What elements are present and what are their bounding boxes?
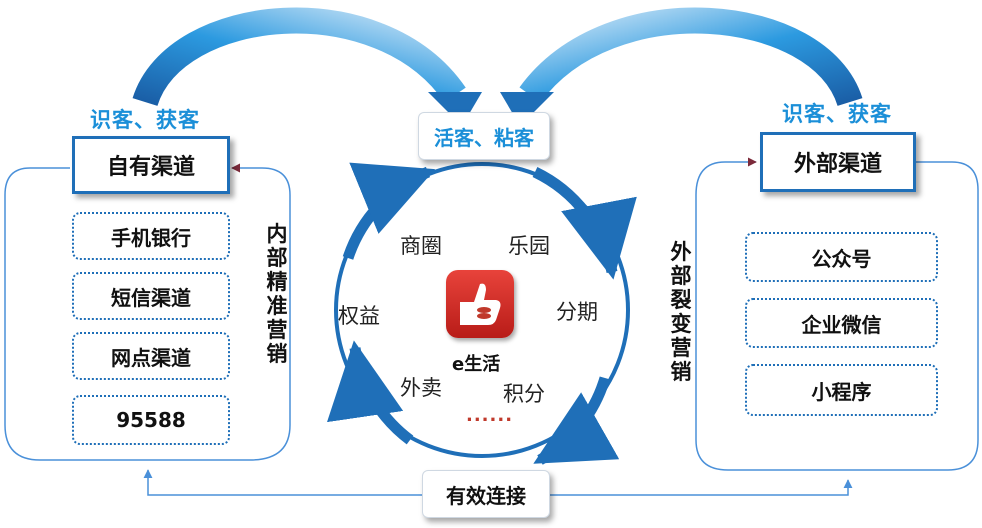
ring-label-points: 积分 bbox=[503, 382, 545, 406]
ring-arrow-bottom-left bbox=[327, 340, 414, 445]
ring-label-delivery: 外卖 bbox=[400, 376, 442, 400]
left-bracket-line bbox=[4, 163, 291, 461]
ring-label-benefits: 权益 bbox=[338, 304, 380, 328]
bottom-left-connector bbox=[143, 469, 425, 496]
top-right-curved-arrow bbox=[500, 7, 863, 126]
right-item-official-account: 公众号 bbox=[745, 232, 938, 282]
app-name: e生活 bbox=[452, 354, 501, 375]
bottom-right-connector bbox=[550, 479, 853, 496]
right-item-wecom: 企业微信 bbox=[745, 298, 938, 348]
left-item-hotline: 95588 bbox=[72, 395, 230, 445]
left-tag: 识客、获客 bbox=[90, 108, 200, 132]
top-left-curved-arrow bbox=[132, 7, 482, 126]
left-item-mobile-banking: 手机银行 bbox=[72, 212, 230, 260]
ring-circle bbox=[334, 162, 630, 458]
ring-arrow-bottom-right bbox=[533, 376, 620, 465]
ring-label-park: 乐园 bbox=[508, 234, 550, 258]
thumbs-up-icon bbox=[460, 283, 501, 325]
right-bracket-line bbox=[695, 157, 979, 471]
ring-more-dots: ...... bbox=[466, 405, 514, 426]
left-item-branch: 网点渠道 bbox=[72, 332, 230, 380]
right-channel-title: 外部渠道 bbox=[760, 132, 916, 192]
left-side-label: 内部精准营销 bbox=[266, 222, 288, 366]
left-item-sms: 短信渠道 bbox=[72, 272, 230, 320]
right-side-label: 外部裂变营销 bbox=[670, 240, 692, 384]
ring-label-shopping: 商圈 bbox=[400, 234, 442, 258]
top-center-box: 活客、粘客 bbox=[418, 112, 550, 160]
app-icon bbox=[446, 270, 514, 338]
ring-arrow-top-right bbox=[532, 167, 637, 280]
right-item-mini-program: 小程序 bbox=[745, 364, 938, 416]
ring-arrow-top-left bbox=[342, 162, 436, 260]
left-channel-title: 自有渠道 bbox=[72, 136, 230, 194]
ring-label-installment: 分期 bbox=[556, 300, 598, 324]
right-tag: 识客、获客 bbox=[782, 102, 892, 126]
bottom-center-box: 有效连接 bbox=[422, 470, 550, 518]
